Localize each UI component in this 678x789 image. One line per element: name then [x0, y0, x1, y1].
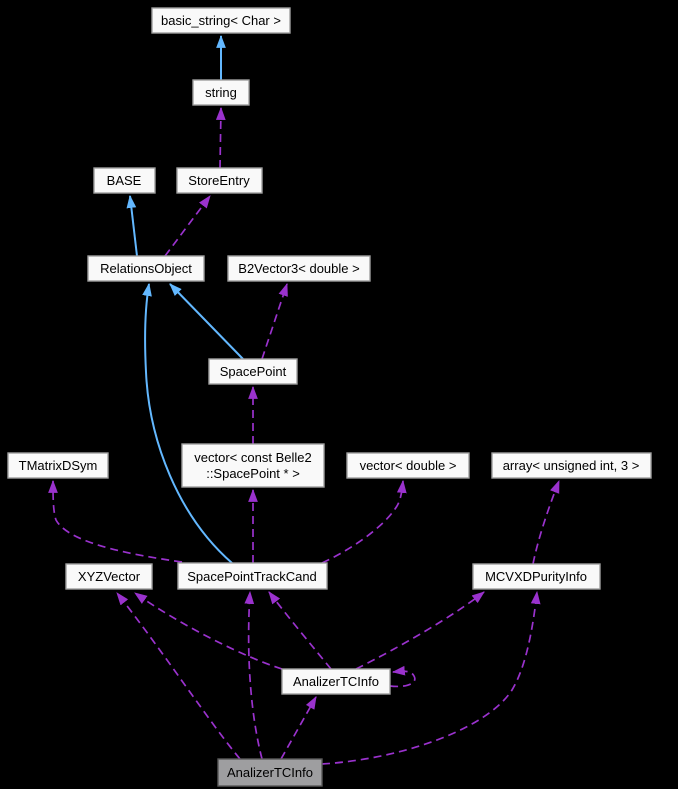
node-basic-string-label: basic_string< Char >: [161, 13, 281, 28]
node-storeentry-label: StoreEntry: [188, 173, 250, 188]
node-analizertcinfo-main[interactable]: AnalizerTCInfo: [217, 758, 323, 787]
node-string[interactable]: string: [192, 79, 250, 106]
edge-analizertcinfo-main-to-xyzvector: [116, 592, 241, 760]
node-mcvxdpurityinfo-label: MCVXDPurityInfo: [485, 569, 587, 584]
node-base[interactable]: BASE: [93, 167, 156, 194]
node-array-unsigned-int-3[interactable]: array< unsigned int, 3 >: [491, 452, 652, 479]
edge-spacepoint-to-relationsobject: [169, 283, 244, 360]
node-b2vector3-label: B2Vector3< double >: [238, 261, 359, 276]
node-tmatrixdsym[interactable]: TMatrixDSym: [7, 452, 109, 479]
node-tmatrixdsym-label: TMatrixDSym: [19, 458, 98, 473]
edge-mcvxdpurityinfo-to-array: [532, 479, 560, 565]
edge-analizertcinfo-mid-to-xyzvector: [134, 592, 283, 670]
edge-spacepointtrackcand-to-vector-double: [321, 479, 407, 564]
nodes: basic_string< Char > string BASE StoreEn…: [7, 7, 652, 787]
edge-analizertcinfo-self-loop: [389, 665, 416, 688]
node-array-unsigned-int-3-label: array< unsigned int, 3 >: [503, 458, 640, 473]
node-vector-double-label: vector< double >: [360, 458, 457, 473]
node-mcvxdpurityinfo[interactable]: MCVXDPurityInfo: [472, 563, 601, 590]
node-spacepointtrackcand[interactable]: SpacePointTrackCand: [177, 562, 328, 590]
node-base-label: BASE: [107, 173, 142, 188]
edge-analizertcinfo-mid-to-mcvxdpurityinfo: [355, 591, 485, 670]
node-spacepoint[interactable]: SpacePoint: [208, 358, 298, 385]
edge-analizertcinfo-mid-to-spacepointtrackcand: [268, 591, 332, 670]
edges: [48, 34, 560, 765]
edge-spacepointtrackcand-to-tmatrixdsym: [48, 479, 183, 563]
node-spacepointtrackcand-label: SpacePointTrackCand: [187, 569, 317, 584]
edge-analizertcinfo-main-to-mcvxdpurityinfo: [321, 590, 541, 765]
node-vector-spacepoint-line2: ::SpacePoint * >: [206, 466, 300, 481]
node-relationsobject[interactable]: RelationsObject: [87, 255, 205, 282]
node-spacepoint-label: SpacePoint: [220, 364, 287, 379]
node-b2vector3[interactable]: B2Vector3< double >: [227, 255, 371, 282]
node-analizertcinfo-mid-label: AnalizerTCInfo: [293, 674, 379, 689]
edge-storeentry-to-string: [215, 106, 226, 169]
node-storeentry[interactable]: StoreEntry: [176, 167, 263, 194]
node-vector-spacepoint-line1: vector< const Belle2: [194, 450, 311, 465]
node-analizertcinfo-main-label: AnalizerTCInfo: [227, 765, 313, 780]
edge-relationsobject-to-storeentry: [164, 195, 211, 257]
node-string-label: string: [205, 85, 237, 100]
edge-analizertcinfo-main-to-spacepointtrackcand: [244, 590, 263, 760]
edge-analizertcinfo-main-to-analizertcinfo-mid: [280, 696, 317, 760]
node-xyzvector[interactable]: XYZVector: [65, 563, 153, 590]
node-analizertcinfo-mid[interactable]: AnalizerTCInfo: [281, 668, 391, 695]
node-basic-string[interactable]: basic_string< Char >: [151, 7, 291, 34]
edge-relationsobject-to-base: [126, 194, 138, 257]
node-vector-spacepoint[interactable]: vector< const Belle2 ::SpacePoint * >: [181, 443, 325, 488]
node-relationsobject-label: RelationsObject: [100, 261, 192, 276]
edge-spacepointtrackcand-to-relationsobject: [142, 282, 233, 564]
node-vector-double[interactable]: vector< double >: [346, 452, 470, 479]
node-xyzvector-label: XYZVector: [78, 569, 141, 584]
edge-spacepoint-to-b2vector3: [261, 282, 288, 360]
